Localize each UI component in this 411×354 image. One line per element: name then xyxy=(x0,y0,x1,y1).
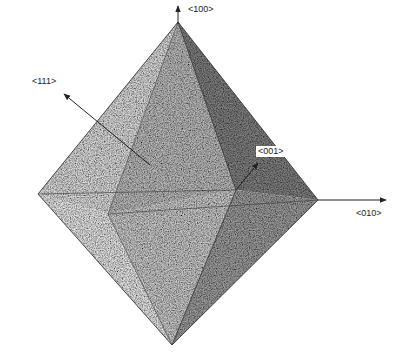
axis-label: <100> xyxy=(186,4,216,15)
axis-label: <111> xyxy=(30,76,58,87)
edge-line xyxy=(38,22,318,345)
axis-arrow xyxy=(178,6,179,24)
edge-line xyxy=(38,190,236,194)
edge-line xyxy=(108,214,172,345)
octahedron-edges xyxy=(38,22,318,345)
edge-line xyxy=(178,22,236,190)
axis-arrows xyxy=(64,6,386,200)
axis-arrow xyxy=(64,94,150,165)
octahedron-faces xyxy=(38,22,318,345)
face xyxy=(172,190,318,345)
axis-arrow xyxy=(318,200,386,201)
axis-label: <001> xyxy=(256,146,286,157)
edge-line xyxy=(108,22,178,214)
axis-label: <010> xyxy=(354,208,384,219)
edge-line xyxy=(172,190,236,345)
edge-line xyxy=(108,200,318,214)
axis-arrow xyxy=(236,163,258,190)
